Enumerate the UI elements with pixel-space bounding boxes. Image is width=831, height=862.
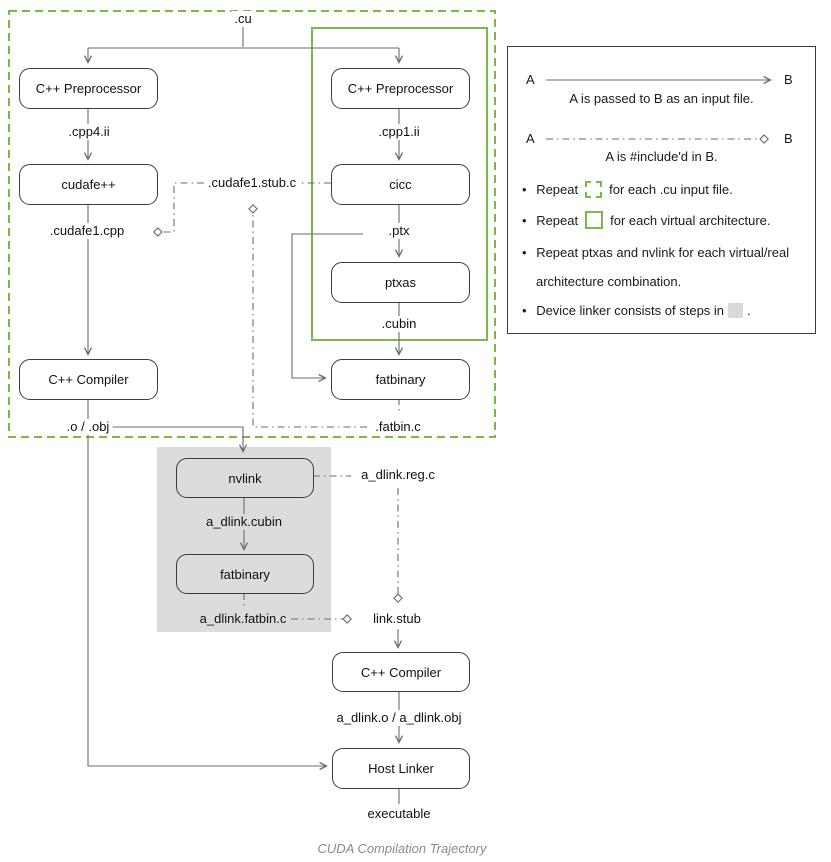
file-label-cpp1ii: .cpp1.ii: [375, 124, 423, 140]
legend-bullet4-post: .: [747, 303, 751, 318]
file-label-adlink-cubin: a_dlink.cubin: [203, 514, 285, 530]
file-label-fatbinc: .fatbin.c: [372, 419, 424, 435]
file-label-adlink-fatbinc: a_dlink.fatbin.c: [196, 611, 290, 627]
legend-bullet-ptxas-nvlink-cont: architecture combination.: [522, 274, 809, 289]
legend-bullet-cu-repeat: Repeat for each .cu input file.: [522, 181, 809, 198]
file-label-ptx: .ptx: [385, 223, 413, 239]
legend-solid-arrow: [546, 75, 772, 85]
gray-square-icon: [728, 303, 744, 318]
legend-bullet3-line1: Repeat ptxas and nvlink for each virtual…: [536, 245, 790, 260]
file-label-cubin: .cubin: [378, 316, 420, 332]
legend-bullet-device-linker: Device linker consists of steps in.: [522, 303, 809, 318]
file-label-cudafe1stubc: .cudafe1.stub.c: [204, 175, 300, 191]
file-label-o-obj: .o / .obj: [63, 419, 113, 435]
legend-bullet3-line2: architecture combination.: [536, 274, 682, 289]
node-cpp-preprocessor-left: C++ Preprocessor: [19, 68, 158, 109]
legend-a2-label: A: [526, 131, 535, 146]
file-label-executable: executable: [364, 806, 434, 822]
node-fatbinary-dlink: fatbinary: [176, 554, 314, 594]
file-label-adlink-o-obj: a_dlink.o / a_dlink.obj: [333, 710, 465, 726]
node-cxx-compiler-dlink: C++ Compiler: [332, 652, 470, 692]
file-label-adlink-regc: a_dlink.reg.c: [358, 467, 438, 483]
legend-include-line: [546, 134, 769, 144]
node-cxx-compiler-left: C++ Compiler: [19, 359, 158, 400]
edge-fatbinc-include-stub: [248, 204, 367, 428]
dashed-green-square-icon: [585, 181, 603, 198]
node-host-linker: Host Linker: [332, 748, 470, 789]
diagram-caption: CUDA Compilation Trajectory: [317, 841, 487, 856]
solid-green-square-icon: [585, 211, 604, 229]
legend-box: A B A is passed to B as an input file. A…: [507, 46, 816, 334]
legend-b2-label: B: [784, 131, 793, 146]
edge-obj-to-host-linker: [87, 398, 328, 771]
edge-stub-include-cudafe1cpp: [153, 182, 204, 237]
legend-bullet4-pre: Device linker consists of steps in: [536, 303, 725, 318]
node-ptxas: ptxas: [331, 262, 470, 303]
legend-a-label: A: [526, 72, 535, 87]
edge-obj-to-nvlink: [111, 426, 248, 453]
edge-ptx-to-fatbinary: [291, 233, 363, 383]
node-nvlink: nvlink: [176, 458, 314, 498]
legend-bullet-ptxas-nvlink: Repeat ptxas and nvlink for each virtual…: [522, 245, 809, 260]
legend-bullet2-pre: Repeat: [536, 213, 579, 228]
legend-bullet1-pre: Repeat: [536, 182, 579, 197]
legend-bullet2-post: for each virtual architecture.: [610, 213, 771, 228]
legend-b-label: B: [784, 72, 793, 87]
legend-bullet1-post: for each .cu input file.: [609, 182, 733, 197]
node-cicc: cicc: [331, 164, 470, 205]
file-label-linkstub: link.stub: [370, 611, 424, 627]
file-label-cu: .cu: [231, 11, 255, 27]
node-cudafe: cudafe++: [19, 164, 158, 205]
legend-bullet-arch-repeat: Repeat for each virtual architecture.: [522, 211, 809, 229]
node-cpp-preprocessor-right: C++ Preprocessor: [331, 68, 470, 109]
legend-passed-caption: A is passed to B as an input file.: [569, 91, 754, 106]
file-label-cpp4ii: .cpp4.ii: [65, 124, 113, 140]
legend-include-caption: A is #include'd in B.: [605, 149, 718, 164]
file-label-cudafe1cpp: .cudafe1.cpp: [46, 223, 128, 239]
node-fatbinary-arch: fatbinary: [331, 359, 470, 400]
